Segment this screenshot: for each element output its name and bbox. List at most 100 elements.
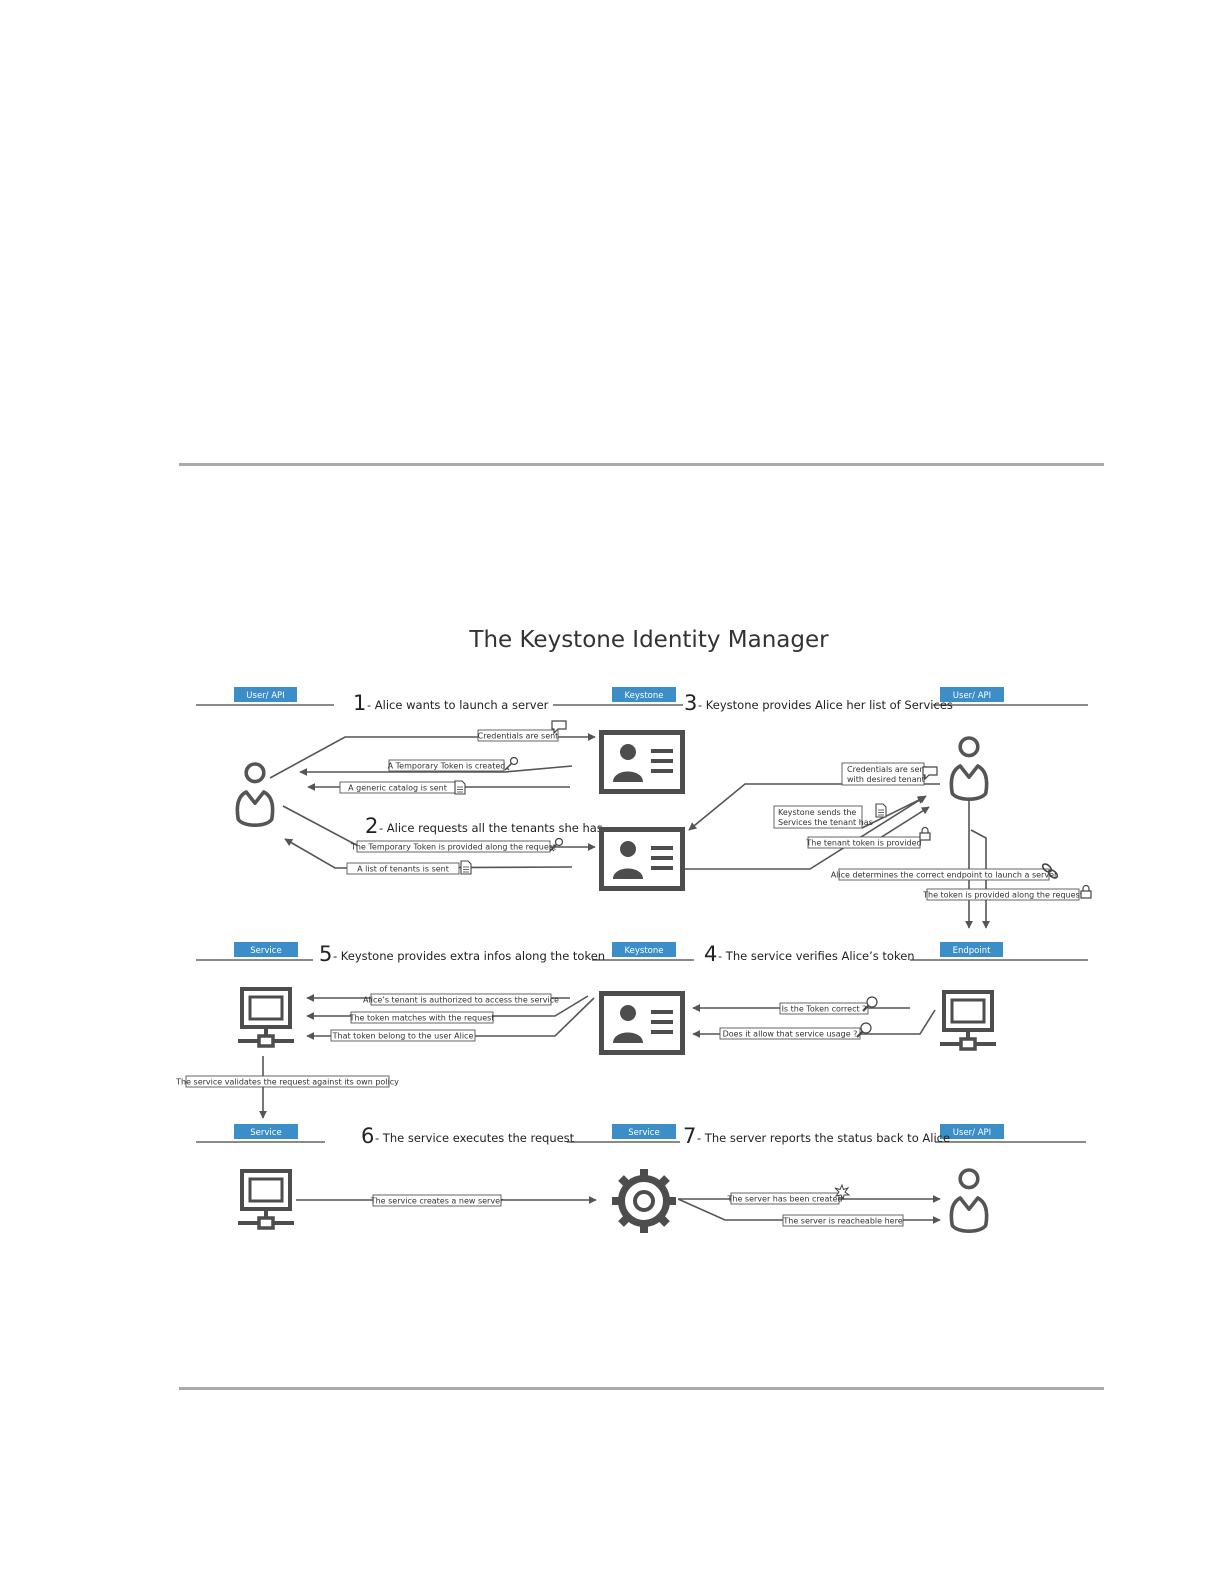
step-3-heading: 3 - Keystone provides Alice her list of … bbox=[684, 691, 953, 715]
svg-text:The token matches with the req: The token matches with the request bbox=[349, 1014, 495, 1023]
svg-text:with desired tenant: with desired tenant bbox=[847, 775, 925, 784]
document-icon bbox=[875, 803, 887, 818]
lock-icon bbox=[919, 826, 931, 841]
svg-text:- Alice requests all the tenan: - Alice requests all the tenants she has bbox=[379, 821, 603, 835]
lane-tab-user-api-3: User/ API bbox=[940, 1124, 1004, 1139]
svg-text:Is the Token correct ?: Is the Token correct ? bbox=[782, 1005, 867, 1014]
message-generic-catalog-sent: A generic catalog is sent bbox=[339, 781, 456, 794]
message-temporary-token-created: A Temporary Token is created bbox=[388, 759, 506, 772]
svg-text:Alice’s tenant is authorized t: Alice’s tenant is authorized to access t… bbox=[363, 996, 559, 1005]
svg-text:The tenant token is provided: The tenant token is provided bbox=[805, 839, 921, 848]
lane-label: Endpoint bbox=[953, 946, 991, 956]
lane-tab-endpoint: Endpoint bbox=[940, 942, 1003, 957]
svg-text:Keystone sends the: Keystone sends the bbox=[778, 808, 856, 817]
keystone-id-card-icon bbox=[602, 830, 683, 889]
svg-text:- The service executes the req: - The service executes the request bbox=[375, 1131, 575, 1145]
svg-text:Credentials are sent: Credentials are sent bbox=[478, 732, 559, 741]
top-rule bbox=[179, 463, 1104, 466]
lock-icon bbox=[1080, 884, 1092, 899]
svg-text:3: 3 bbox=[684, 691, 697, 715]
svg-text:The service creates a new serv: The service creates a new server bbox=[370, 1197, 504, 1206]
lane-tab-user-api-1: User/ API bbox=[234, 687, 297, 702]
message-service-validates-policy: The service validates the request agains… bbox=[175, 1075, 399, 1088]
lane-label: Service bbox=[628, 1128, 659, 1138]
lane-label: Keystone bbox=[625, 691, 664, 701]
endpoint-computer-icon bbox=[938, 990, 998, 1051]
lane-label: User/ API bbox=[246, 691, 284, 701]
keystone-id-card-icon bbox=[602, 994, 683, 1053]
svg-text:7: 7 bbox=[683, 1124, 696, 1148]
svg-text:A generic catalog is sent: A generic catalog is sent bbox=[348, 784, 447, 793]
step-1-heading: 1 - Alice wants to launch a server bbox=[353, 691, 549, 715]
message-allow-service-usage: Does it allow that service usage ? bbox=[719, 1027, 861, 1040]
svg-text:4: 4 bbox=[704, 942, 717, 966]
svg-text:A Temporary Token is created: A Temporary Token is created bbox=[388, 762, 506, 771]
lane-label: Service bbox=[250, 946, 281, 956]
message-tenant-authorized: Alice’s tenant is authorized to access t… bbox=[363, 993, 559, 1006]
key-icon bbox=[504, 756, 519, 771]
user-alice-icon bbox=[951, 1170, 986, 1231]
svg-text:The token is provided along th: The token is provided along the request bbox=[922, 891, 1083, 900]
step-2-heading: 2 - Alice requests all the tenants she h… bbox=[365, 814, 603, 838]
speech-bubble-icon bbox=[551, 720, 567, 734]
message-service-creates-server: The service creates a new server bbox=[370, 1194, 504, 1207]
svg-text:The server has been created: The server has been created bbox=[727, 1195, 843, 1204]
svg-text:The server is reacheable here: The server is reacheable here bbox=[782, 1217, 902, 1226]
lane-tab-service-1: Service bbox=[234, 942, 298, 957]
message-token-belongs-alice: That token belong to the user Alice bbox=[330, 1029, 476, 1042]
lane-label: User/ API bbox=[953, 691, 991, 701]
speech-bubble-icon bbox=[922, 766, 938, 780]
user-alice-icon bbox=[237, 764, 272, 825]
diagram-title: The Keystone Identity Manager bbox=[468, 627, 829, 653]
lane-tab-keystone-2: Keystone bbox=[612, 942, 676, 957]
svg-text:2: 2 bbox=[365, 814, 378, 838]
lane-label: User/ API bbox=[953, 1128, 991, 1138]
svg-text:Alice determines the correct e: Alice determines the correct endpoint to… bbox=[831, 871, 1058, 880]
user-alice-icon bbox=[951, 738, 986, 799]
message-keystone-sends-services: Keystone sends the Services the tenant h… bbox=[773, 805, 873, 829]
svg-text:- Keystone provides extra info: - Keystone provides extra infos along th… bbox=[333, 949, 605, 963]
document-icon bbox=[454, 780, 466, 795]
svg-text:Credentials are sent: Credentials are sent bbox=[847, 765, 928, 774]
lane-tab-user-api-2: User/ API bbox=[940, 687, 1004, 702]
svg-text:That token belong to the user: That token belong to the user Alice bbox=[332, 1032, 474, 1041]
message-is-token-correct: Is the Token correct ? bbox=[779, 1002, 869, 1015]
svg-text:Does it allow that service usa: Does it allow that service usage ? bbox=[723, 1030, 858, 1039]
svg-text:- Keystone provides Alice her: - Keystone provides Alice her list of Se… bbox=[698, 698, 953, 712]
svg-text:A list of tenants is sent: A list of tenants is sent bbox=[357, 865, 449, 874]
message-credentials-with-tenant: Credentials are sent with desired tenant bbox=[841, 762, 928, 786]
message-tenant-token-provided: The tenant token is provided bbox=[805, 836, 922, 849]
step-5-heading: 5 - Keystone provides extra infos along … bbox=[319, 942, 605, 966]
lane-label: Keystone bbox=[625, 946, 664, 956]
lane-tab-service-2: Service bbox=[234, 1124, 298, 1139]
step-4-heading: 4 - The service verifies Alice’s token bbox=[704, 942, 915, 966]
message-alice-determines-endpoint: Alice determines the correct endpoint to… bbox=[831, 868, 1058, 881]
svg-text:- The service verifies Alice’s: - The service verifies Alice’s token bbox=[718, 949, 915, 963]
service-computer-icon bbox=[236, 1169, 296, 1230]
lane-tab-service-3: Service bbox=[612, 1124, 676, 1139]
svg-text:The Temporary Token is provide: The Temporary Token is provided along th… bbox=[350, 843, 556, 852]
svg-text:6: 6 bbox=[361, 1124, 374, 1148]
lane-label: Service bbox=[250, 1128, 281, 1138]
message-server-reachable: The server is reacheable here bbox=[782, 1214, 904, 1227]
message-server-created: The server has been created bbox=[727, 1192, 843, 1205]
gear-icon bbox=[612, 1169, 676, 1233]
message-credentials-sent: Credentials are sent bbox=[477, 729, 559, 742]
bottom-rule bbox=[179, 1387, 1104, 1390]
step-6-heading: 6 - The service executes the request bbox=[361, 1124, 575, 1148]
message-token-matches: The token matches with the request bbox=[349, 1011, 495, 1024]
svg-text:5: 5 bbox=[319, 942, 332, 966]
message-token-provided-request: The token is provided along the request bbox=[922, 888, 1083, 901]
keystone-id-card-icon bbox=[602, 733, 683, 792]
message-list-of-tenants-sent: A list of tenants is sent bbox=[346, 862, 460, 875]
step-7-heading: 7 - The server reports the status back t… bbox=[683, 1124, 950, 1148]
svg-text:The service validates the requ: The service validates the request agains… bbox=[175, 1078, 399, 1087]
service-computer-icon bbox=[236, 987, 296, 1048]
svg-text:Services the tenant has: Services the tenant has bbox=[778, 818, 873, 827]
svg-text:1: 1 bbox=[353, 691, 366, 715]
message-temporary-token-provided: The Temporary Token is provided along th… bbox=[350, 840, 556, 853]
lane-tab-keystone-1: Keystone bbox=[612, 687, 676, 702]
svg-text:- Alice wants to launch a serv: - Alice wants to launch a server bbox=[367, 698, 549, 712]
document-icon bbox=[460, 860, 472, 875]
